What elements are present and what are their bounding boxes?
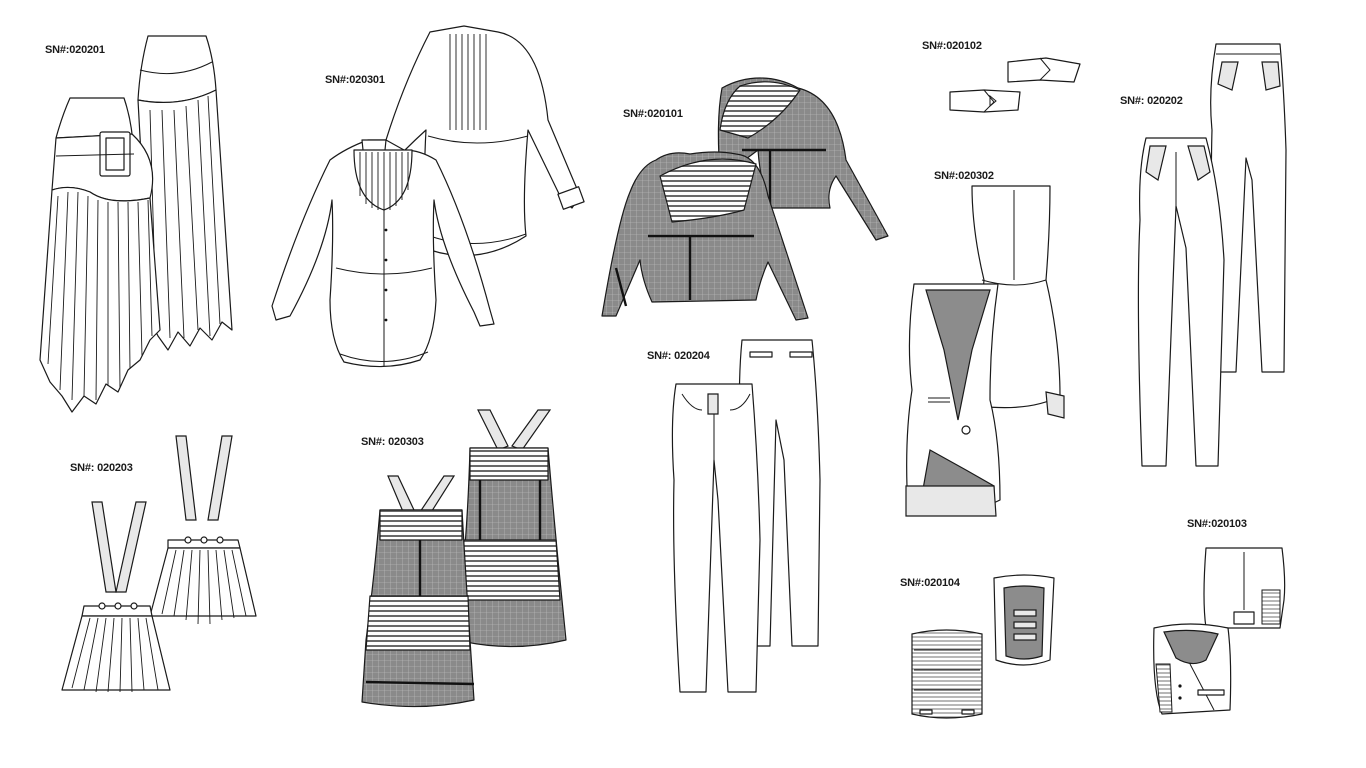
style-number-020203: SN#: 020203 (70, 462, 133, 474)
dress-020302-back (971, 185, 1065, 419)
trousers-020204-front (671, 383, 761, 693)
bustier-020104-front (911, 629, 983, 719)
style-number-020204: SN#: 020204 (647, 350, 710, 362)
dress-020303-front (361, 475, 475, 708)
dress-020303-back (461, 409, 567, 648)
trousers-020202-back (1210, 43, 1287, 373)
style-number-020103: SN#:020103 (1187, 518, 1247, 530)
style-number-020102: SN#:020102 (922, 40, 982, 52)
vest-020103-back (1203, 547, 1286, 629)
style-number-020303: SN#: 020303 (361, 436, 424, 448)
vest-020103-front (1153, 623, 1232, 715)
bustier-020104-back (993, 574, 1055, 666)
style-number-020201: SN#:020201 (45, 44, 105, 56)
skirt-020203-front (61, 501, 171, 693)
skirt-020203-back (149, 435, 257, 625)
style-number-020301: SN#:020301 (325, 74, 385, 86)
skirt-020201-back (137, 35, 233, 351)
skirt-020201-front (39, 97, 161, 413)
dress-020302-front (905, 283, 1001, 517)
style-number-020101: SN#:020101 (623, 108, 683, 120)
trousers-020202-front (1137, 137, 1225, 467)
style-number-020202: SN#: 020202 (1120, 95, 1183, 107)
style-number-020302: SN#:020302 (934, 170, 994, 182)
top-020101-front (601, 151, 809, 321)
belt-020102 (949, 57, 1081, 113)
shirt-020301-front (271, 139, 495, 368)
style-number-020104: SN#:020104 (900, 577, 960, 589)
